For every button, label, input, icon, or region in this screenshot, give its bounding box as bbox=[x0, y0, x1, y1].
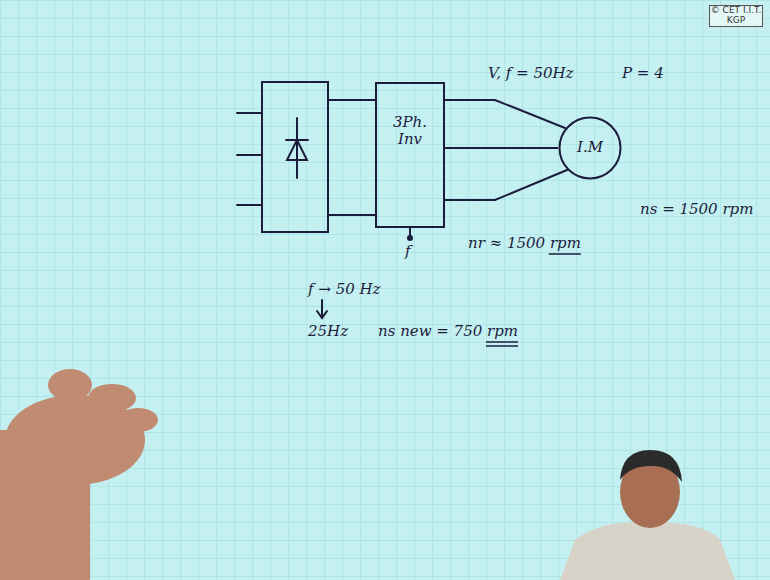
annotation: 25Hz bbox=[308, 322, 348, 340]
motor-wire bbox=[445, 147, 558, 149]
input-wire bbox=[237, 204, 262, 206]
motor-wire bbox=[445, 100, 565, 128]
control-dot bbox=[408, 236, 412, 240]
dc-link-wire bbox=[328, 214, 375, 216]
down-arrow-head bbox=[317, 311, 327, 318]
annotation: f → 50 Hz bbox=[308, 280, 381, 298]
annotation: ns = 1500 rpm bbox=[640, 200, 753, 218]
input-wire bbox=[237, 154, 262, 156]
hand-picture bbox=[0, 369, 158, 580]
rectifier-box bbox=[262, 82, 328, 232]
underline bbox=[486, 345, 518, 347]
diode-symbol bbox=[286, 118, 308, 178]
annotation: V, f = 50Hz bbox=[488, 64, 573, 82]
down-arrow bbox=[321, 300, 323, 316]
dc-link-wire bbox=[328, 99, 375, 101]
input-wire bbox=[237, 112, 262, 114]
annotation: f bbox=[405, 242, 411, 260]
inverter-box: 3Ph. Inv bbox=[375, 82, 445, 228]
annotation: ns new = 750 rpm bbox=[378, 322, 518, 340]
annotation: P = 4 bbox=[622, 64, 664, 82]
watermark: © CET I.I.T. KGP bbox=[709, 5, 763, 27]
motor-circle: I.M bbox=[558, 116, 622, 180]
node-text: 3Ph. Inv bbox=[387, 114, 433, 149]
lecturer-picture bbox=[560, 450, 735, 580]
motor-wire bbox=[445, 170, 567, 200]
underline bbox=[486, 341, 518, 343]
node-text: I.M bbox=[577, 139, 603, 156]
annotation: nr ≈ 1500 rpm bbox=[468, 234, 581, 252]
underline bbox=[549, 253, 581, 255]
